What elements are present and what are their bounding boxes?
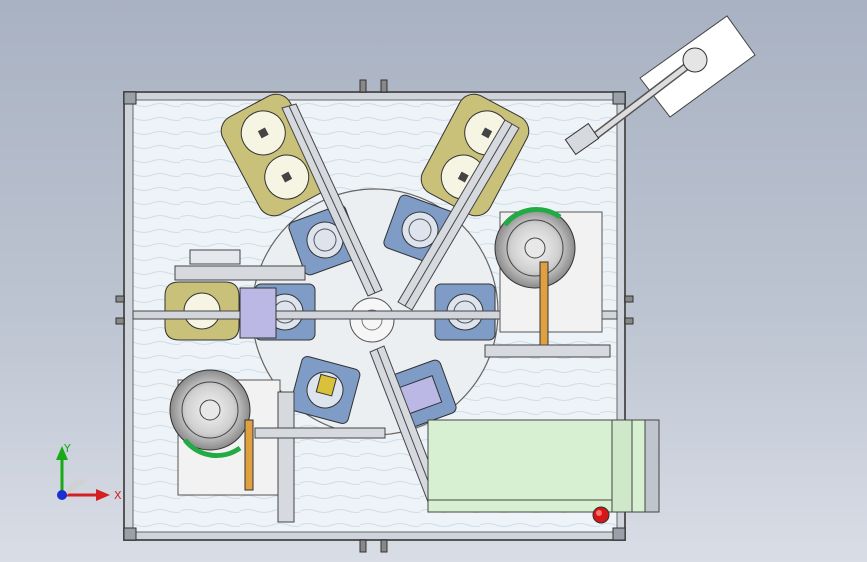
coordinate-triad: Y X: [56, 442, 122, 502]
left-slide-module: [174, 249, 306, 339]
vibratory-bowl-top-right: [484, 206, 611, 358]
z-axis-dot: [57, 490, 67, 500]
robot-arm: [564, 15, 756, 156]
x-axis-label: X: [114, 489, 122, 502]
fixture-5: [289, 356, 361, 424]
y-axis-label: Y: [63, 442, 71, 455]
linear-rails: [281, 103, 520, 503]
emergency-stop-button: [592, 506, 610, 524]
output-conveyor: [427, 419, 660, 513]
crossbar: [132, 310, 618, 320]
vibratory-bowl-bottom-left: [169, 369, 386, 523]
